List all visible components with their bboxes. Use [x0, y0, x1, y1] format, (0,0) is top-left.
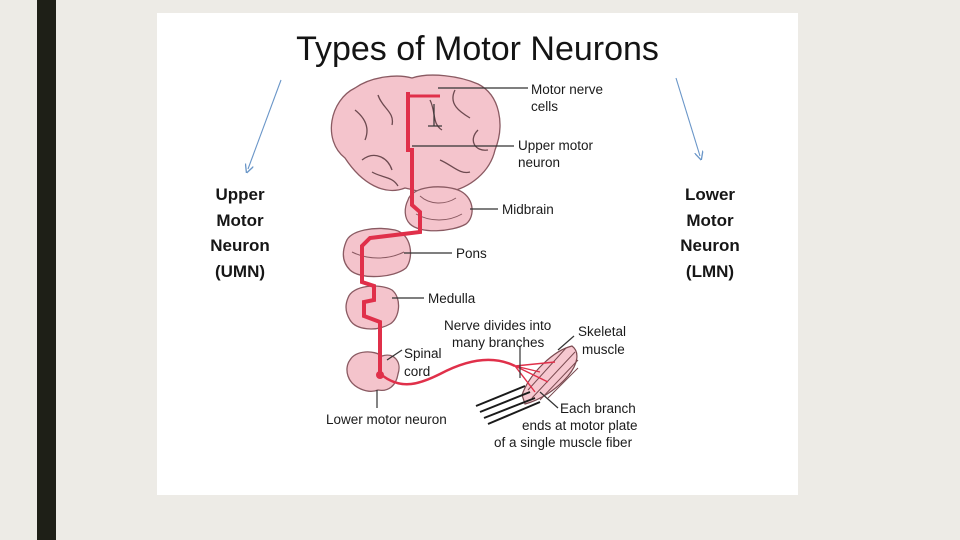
- neuron-pathway: [360, 92, 516, 386]
- label-leader-lines: [386, 87, 575, 409]
- lower-motor-neuron-heading: Lower Motor Neuron (LMN): [655, 182, 765, 284]
- lmn-line-4: (LMN): [685, 261, 735, 281]
- skeletal-muscle-illustration: [475, 345, 579, 425]
- lmn-line-1: Lower: [684, 185, 736, 204]
- left-accent-bar: [37, 0, 56, 540]
- umn-line-1: Upper: [215, 185, 265, 204]
- arrow-to-umn: [248, 79, 282, 169]
- cerebrum-illustration: [330, 74, 501, 194]
- label-midbrain: Midbrain: [502, 202, 554, 217]
- lmn-line-2: Motor: [686, 210, 734, 230]
- slide-title: Types of Motor Neurons: [296, 30, 659, 68]
- umn-line-2: Motor: [216, 210, 264, 230]
- upper-motor-neuron-heading: Upper Motor Neuron (UMN): [185, 182, 295, 284]
- umn-line-4: (UMN): [214, 261, 266, 281]
- label-pons: Pons: [456, 246, 487, 261]
- label-medulla: Medulla: [428, 291, 476, 306]
- medulla-illustration: [345, 285, 400, 330]
- label-lower-motor-neuron: Lower motor neuron: [326, 412, 447, 427]
- lmn-line-3: Neuron: [680, 236, 740, 255]
- arrow-to-lmn: [675, 77, 700, 156]
- umn-line-3: Neuron: [210, 236, 270, 255]
